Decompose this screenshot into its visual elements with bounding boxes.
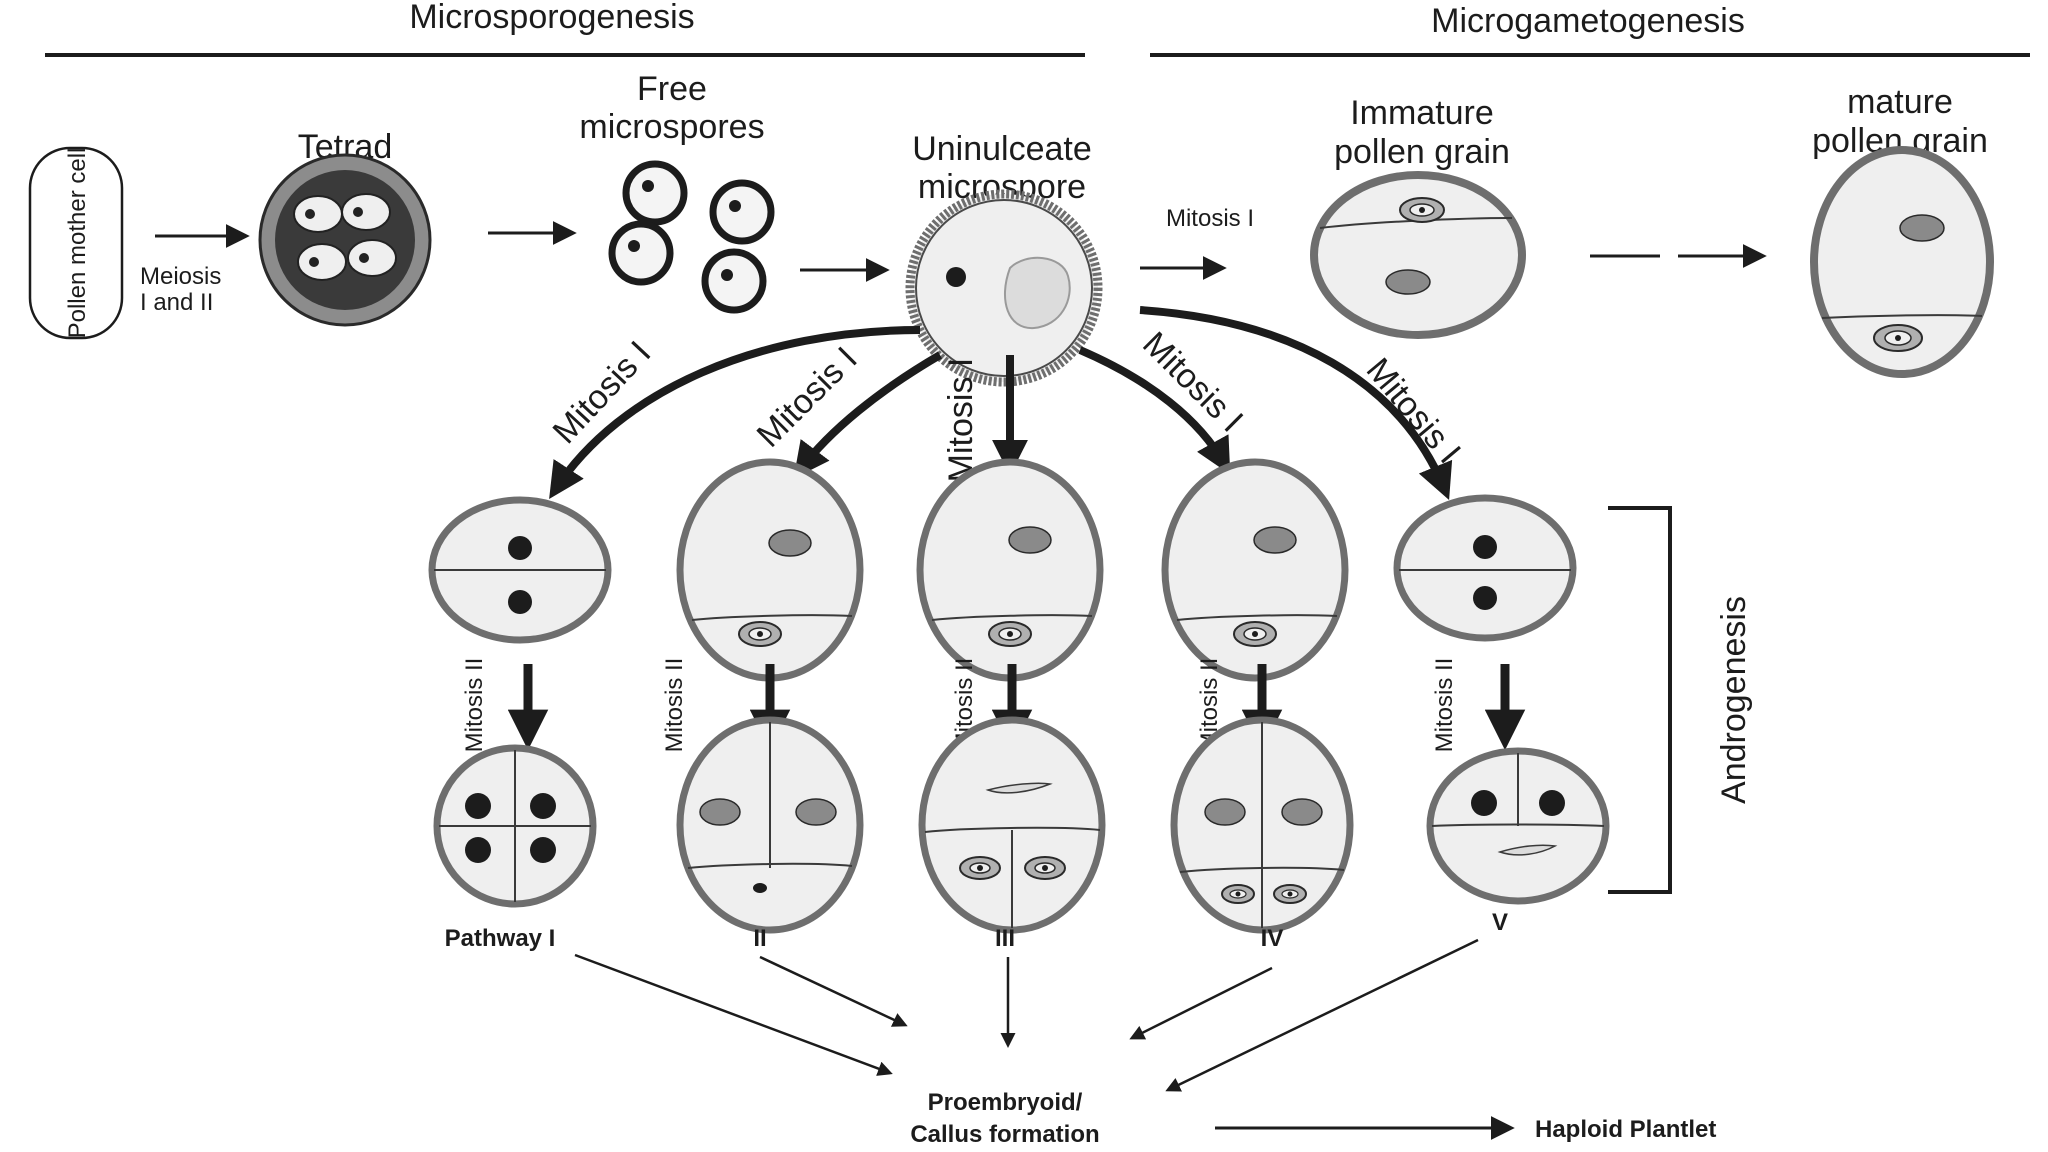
pathway5-cell-mitosis2: [1426, 747, 1610, 905]
branch-label-3: Mitosis I: [942, 358, 980, 483]
uninucleate-microspore-cell: [905, 189, 1103, 387]
pathway5-cell-mitosis1: [1393, 494, 1577, 642]
free-microspores-label-line2: microspores: [579, 108, 764, 146]
mature-label-line1: mature: [1847, 83, 1953, 121]
haploid-plantlet-label: Haploid Plantlet: [1535, 1116, 1716, 1143]
androgenesis-label: Androgenesis: [1715, 596, 1753, 804]
pathway2-cell-mitosis1: [676, 458, 864, 682]
free-microspores-label-line1: Free: [637, 70, 707, 108]
converge-arrow-1: [574, 953, 893, 1076]
meiosis-label-line2: I and II: [140, 289, 213, 316]
branch-label-5: Mitosis I: [1359, 351, 1468, 471]
pathway-label-2: II: [753, 925, 766, 952]
mitosis2-label-1: Mitosis II: [461, 658, 488, 753]
branch-label-2: Mitosis I: [750, 340, 865, 455]
androgenesis-bracket: [1608, 506, 1672, 894]
branch-arrow-1: [549, 326, 921, 500]
pathway3-cell-mitosis2: [918, 716, 1106, 934]
immature-label-line1: Immature: [1350, 94, 1494, 132]
pathway3-cell-mitosis1: [916, 458, 1104, 682]
pathway-label-4: IV: [1261, 925, 1284, 952]
converge-arrow-4: [1129, 966, 1273, 1040]
meiosis-label-line1: Meiosis: [140, 263, 221, 290]
pathway-label-5: V: [1492, 909, 1508, 936]
immature-label-line2: pollen grain: [1334, 133, 1510, 171]
pathway4-cell-mitosis1: [1161, 458, 1349, 682]
branch-arrow-2: [793, 351, 943, 479]
header-microsporogenesis: Microsporogenesis: [409, 0, 694, 36]
pollen-mother-cell-label: Pollen mother cell: [64, 148, 91, 339]
converge-arrow-5: [1165, 938, 1479, 1092]
immature-pollen-cell: [1310, 171, 1526, 339]
free-microspores-cells: [608, 160, 775, 314]
mature-pollen-cell: [1810, 146, 1994, 378]
branch-arrow-4: [1078, 346, 1231, 475]
branch-arrow-5: [1139, 306, 1453, 500]
pathway4-cell-mitosis2: [1170, 716, 1354, 934]
header-microgametogenesis: Microgametogenesis: [1431, 2, 1745, 40]
converge-arrow-2: [759, 955, 908, 1027]
pathway1-cell-mitosis2: [433, 744, 597, 908]
pathway-label-1: Pathway I: [445, 925, 556, 952]
tetrad-cell: [258, 153, 432, 327]
callus-label-line2: Callus formation: [910, 1121, 1099, 1148]
callus-label-line1: Proembryoid/: [928, 1089, 1083, 1116]
mitosis2-label-2: Mitosis II: [661, 658, 688, 753]
mitosis2-label-5: Mitosis II: [1431, 658, 1458, 753]
uninucleate-label-line1: Uninulceate: [912, 130, 1092, 168]
pathway-label-3: III: [995, 925, 1015, 952]
pathway1-cell-mitosis1: [428, 496, 612, 644]
mitosis-top-label: Mitosis I: [1166, 205, 1254, 232]
pathway2-cell-mitosis2: [676, 716, 864, 934]
pollen-mother-cell-box: Pollen mother cell: [28, 146, 124, 340]
